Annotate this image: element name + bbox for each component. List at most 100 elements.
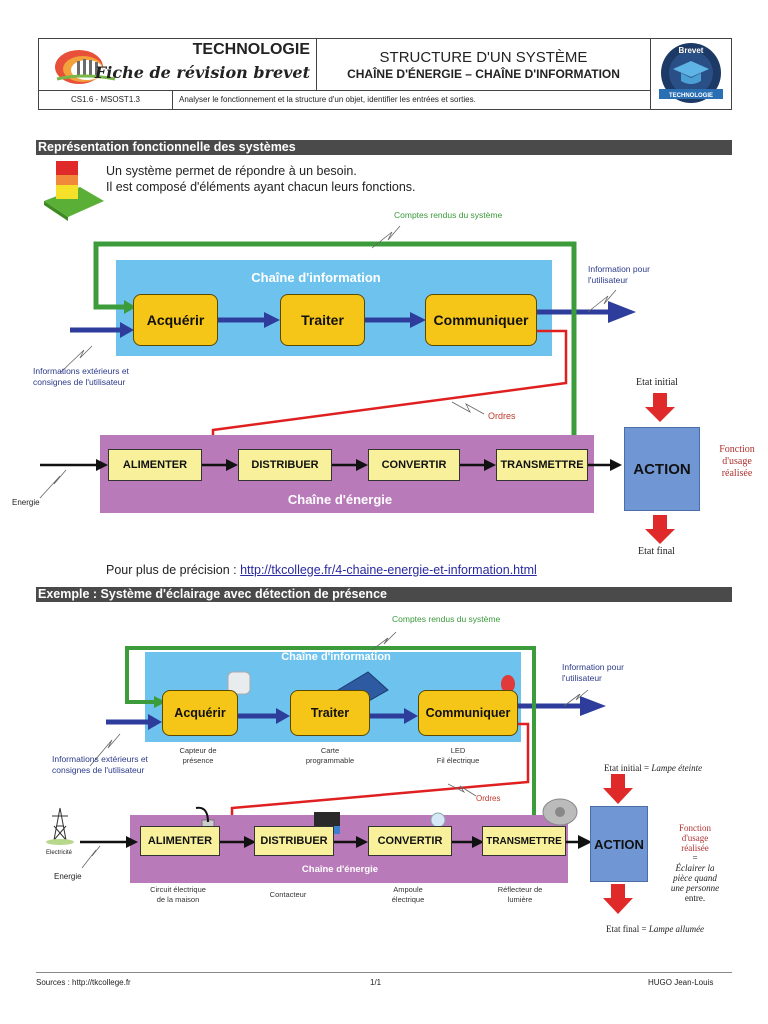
block-distribuer: DISTRIBUER xyxy=(238,449,332,481)
feedback-label: Comptes rendus du système xyxy=(394,210,503,220)
led-icon xyxy=(501,675,515,693)
section-title-representation: Représentation fonctionnelle des système… xyxy=(36,140,732,155)
more-info-label: Pour plus de précision : xyxy=(106,563,241,577)
intro-line-2: Il est composé d'éléments ayant chacun l… xyxy=(106,180,416,194)
function-line: Fonction xyxy=(678,823,711,833)
output-label-line-1: Information pour xyxy=(588,264,650,274)
final-state-value: Lampe allumée xyxy=(648,924,705,934)
initial-state-label: Etat initial xyxy=(636,377,678,388)
input-label-2-line-1: Informations extérieurs et xyxy=(52,754,148,764)
example-block-distribuer: DISTRIBUER xyxy=(254,826,334,856)
energy-input-label: Energie xyxy=(12,498,40,507)
header-table: TECHNOLOGIE Fiche de révision brevet STR… xyxy=(38,38,732,110)
header-brand-cell: TECHNOLOGIE Fiche de révision brevet xyxy=(39,39,317,91)
caption-line: programmable xyxy=(305,756,355,765)
college-logo-icon xyxy=(55,50,116,84)
energy-chain-title-2: Chaîne d'énergie xyxy=(301,864,379,875)
output-arrow xyxy=(608,301,636,323)
function-desc-line: entre. xyxy=(684,893,706,903)
output-label-2-line-2: l'utilisateur xyxy=(562,673,602,683)
badge-top-text: Brevet xyxy=(679,46,704,55)
output-label: Information pour l'utilisateur xyxy=(588,264,650,286)
lego-blocks-icon xyxy=(44,161,104,221)
relay-icon xyxy=(314,812,340,828)
output-label-line-2: l'utilisateur xyxy=(588,275,628,285)
caption-line: Réflecteur de xyxy=(497,885,543,894)
function-desc-line: pièce quand xyxy=(673,873,717,883)
example-block-acquerir: Acquérir xyxy=(162,690,238,736)
example-final-state: Etat final = Lampe allumée xyxy=(606,924,704,934)
block-alimenter: ALIMENTER xyxy=(108,449,202,481)
function-desc-line: Éclairer la xyxy=(675,863,715,873)
input-arrow xyxy=(120,322,134,338)
light-bulb-icon xyxy=(430,812,446,828)
example-action-box: ACTION xyxy=(590,806,648,882)
pylon-icon xyxy=(52,807,68,841)
caption-line: Carte xyxy=(320,746,340,755)
orders-label-2: Ordres xyxy=(476,794,501,803)
caption-line: de la maison xyxy=(156,895,200,904)
input-label-2-line-2: consignes de l'utilisateur xyxy=(52,765,145,775)
example-block-alimenter: ALIMENTER xyxy=(140,826,220,856)
info-chain-title-2: Chaîne d'information xyxy=(281,651,391,663)
more-info-link[interactable]: http://tkcollege.fr/4-chaine-energie-et-… xyxy=(240,563,537,577)
input-label-2: Informations extérieurs et consignes de … xyxy=(52,754,148,776)
brevet-badge: Brevet TECHNOLOGIE xyxy=(651,39,731,109)
page-title: STRUCTURE D'UN SYSTÈME xyxy=(379,49,588,66)
usage-function-label: Fonction d'usage réalisée xyxy=(712,444,762,480)
caption-line: Contacteur xyxy=(269,890,307,899)
input-label-line-2: consignes de l'utilisateur xyxy=(33,377,126,387)
function-line-1: Fonction xyxy=(719,444,755,455)
subject-title: TECHNOLOGIE xyxy=(192,41,310,58)
intro-line-1: Un système permet de répondre à un besoi… xyxy=(106,164,357,178)
brevet-badge-icon: Brevet TECHNOLOGIE xyxy=(659,43,723,103)
caption-line: LED xyxy=(450,746,466,755)
caption-line: Fil électrique xyxy=(436,756,480,765)
pylon-label: Electricité xyxy=(46,850,73,856)
final-state-prefix: Etat final = xyxy=(606,924,649,934)
caption-line: électrique xyxy=(391,895,425,904)
example-usage-function: Fonction d'usage réalisée = Éclairer la … xyxy=(668,823,722,903)
footer-page: 1/1 xyxy=(370,978,382,987)
page-subtitle: CHAÎNE D'ÉNERGIE – CHAÎNE D'INFORMATION xyxy=(347,67,620,81)
function-desc-line: une personne xyxy=(670,883,720,893)
input-label: Informations extérieurs et consignes de … xyxy=(33,366,129,388)
example-block-transmettre: TRANSMETTRE xyxy=(482,826,566,856)
caption-line: Capteur de xyxy=(179,746,217,755)
energy-chain-title: Chaîne d'énergie xyxy=(287,492,393,507)
header-title-cell: STRUCTURE D'UN SYSTÈME CHAÎNE D'ÉNERGIE … xyxy=(317,39,651,91)
footer-divider xyxy=(36,972,732,973)
function-equals: = xyxy=(692,853,698,863)
fiche-subtitle: Fiche de révision brevet xyxy=(94,63,310,82)
orders-label: Ordres xyxy=(488,411,516,421)
function-line-2: d'usage xyxy=(722,456,752,467)
footer-author: HUGO Jean-Louis xyxy=(648,978,714,987)
caption-line: lumière xyxy=(507,895,533,904)
example-block-convertir: CONVERTIR xyxy=(368,826,452,856)
caption-line: Circuit électrique xyxy=(150,885,206,894)
info-chain-title: Chaîne d'information xyxy=(251,270,381,285)
objective-text: Analyser le fonctionnement et la structu… xyxy=(173,91,651,109)
example-initial-state: Etat initial = Lampe éteinte xyxy=(604,763,702,773)
final-state-label: Etat final xyxy=(638,546,675,557)
section-title-example: Exemple : Système d'éclairage avec détec… xyxy=(36,587,732,602)
competency-code: CS1.6 - MSOST1.3 xyxy=(39,91,173,109)
block-convertir: CONVERTIR xyxy=(368,449,460,481)
initial-state-arrow xyxy=(645,407,675,422)
output-label-2: Information pour l'utilisateur xyxy=(562,662,624,684)
block-communiquer: Communiquer xyxy=(425,294,537,346)
presence-sensor-icon xyxy=(227,671,251,695)
input-label-line-1: Informations extérieurs et xyxy=(33,366,129,376)
energy-input-label-2: Energie xyxy=(54,872,82,881)
caption-line: Ampoule xyxy=(393,885,423,894)
function-line-3: réalisée xyxy=(721,468,753,479)
caption-line: présence xyxy=(182,756,214,765)
block-acquerir: Acquérir xyxy=(133,294,218,346)
final-state-arrow xyxy=(645,529,675,544)
example-block-traiter: Traiter xyxy=(290,690,370,736)
